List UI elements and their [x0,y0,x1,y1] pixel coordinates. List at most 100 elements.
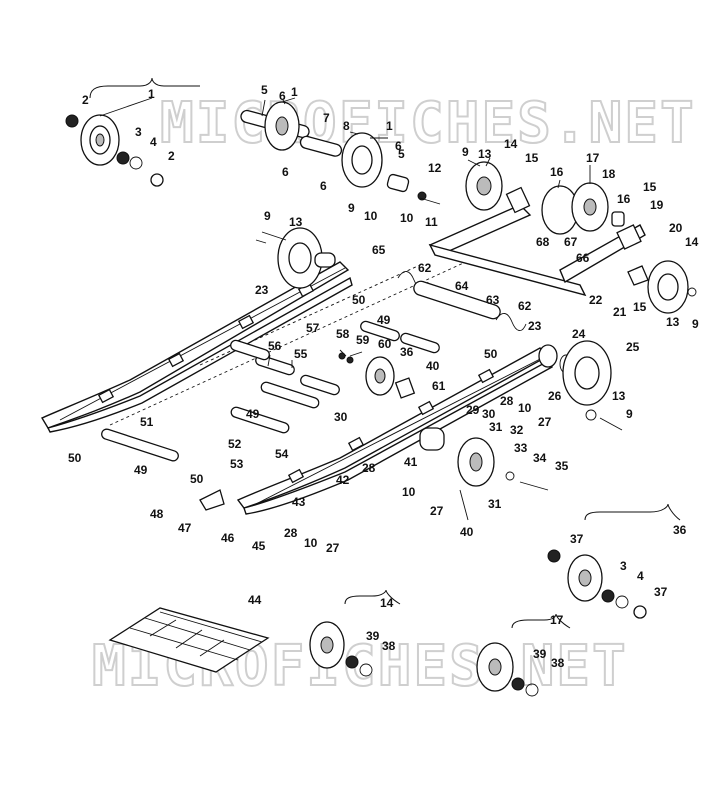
callout-5: 5 [398,147,405,161]
wheel-25-group [538,340,623,431]
callout-53: 53 [230,457,244,471]
wheel-kit-14 [309,589,401,677]
callout-57: 57 [306,321,320,335]
callout-38: 38 [382,639,396,653]
slide-block-47 [199,489,225,511]
wheel-group-top-left [65,77,200,187]
callout-64: 64 [455,279,469,293]
callout-13: 13 [478,147,492,161]
callout-49: 49 [246,407,260,421]
callout-50: 50 [352,293,366,307]
callout-41: 41 [404,455,418,469]
callout-3: 3 [135,125,142,139]
callout-26: 26 [548,389,562,403]
callout-36: 36 [673,523,687,537]
callout-35: 35 [555,459,569,473]
callout-61: 61 [432,379,446,393]
callout-labels: 1 2 3 4 2 5 6 1 7 8 6 1 6 5 6 12 10 11 9… [68,83,699,670]
callout-39: 39 [366,629,380,643]
callout-34: 34 [533,451,547,465]
callout-16: 16 [550,165,564,179]
callout-6: 6 [395,139,402,153]
callout-23: 23 [255,283,269,297]
callout-40: 40 [426,359,440,373]
callout-8: 8 [343,119,350,133]
callout-49: 49 [134,463,148,477]
idler-60-61 [338,352,416,399]
callout-38: 38 [551,656,565,670]
leader-lines [99,97,591,368]
callout-21: 21 [613,305,627,319]
callout-43: 43 [292,495,306,509]
callout-24: 24 [572,327,586,341]
callout-50: 50 [68,451,82,465]
wheel-kit-36 [547,503,681,619]
callout-14: 14 [380,596,394,610]
callout-9: 9 [264,209,271,223]
callout-9: 9 [348,201,355,215]
cross-shafts [101,259,471,462]
callout-31: 31 [488,497,502,511]
callout-59: 59 [356,333,370,347]
callout-9: 9 [462,145,469,159]
callout-20: 20 [669,221,683,235]
callout-19: 19 [650,198,664,212]
callout-13: 13 [612,389,626,403]
left-rail [40,261,353,433]
callout-60: 60 [378,337,392,351]
callout-9: 9 [626,407,633,421]
callout-17: 17 [586,151,600,165]
callout-11: 11 [425,215,438,229]
callout-14: 14 [504,137,518,151]
callout-16: 16 [617,192,631,206]
callout-4: 4 [150,135,157,149]
wheel-13-center [255,227,336,289]
callout-10: 10 [304,536,318,550]
callout-47: 47 [178,521,192,535]
callout-42: 42 [336,473,350,487]
callout-1: 1 [291,85,298,99]
callout-10: 10 [400,211,414,225]
callout-39: 39 [533,647,547,661]
callout-2: 2 [82,93,89,107]
callout-25: 25 [626,340,640,354]
callout-2: 2 [168,149,175,163]
callout-36: 36 [400,345,414,359]
callout-32: 32 [510,423,524,437]
right-rail [236,347,553,515]
callout-10: 10 [518,401,532,415]
callout-6: 6 [279,89,286,103]
spring-shaft-group [397,271,527,331]
callout-28: 28 [500,394,514,408]
callout-63: 63 [486,293,500,307]
callout-13: 13 [289,215,303,229]
rear-arm-group [428,161,697,314]
callout-65: 65 [372,243,386,257]
callout-55: 55 [294,347,308,361]
callout-15: 15 [633,300,647,314]
callout-62: 62 [418,261,432,275]
callout-1: 1 [148,87,155,101]
callout-15: 15 [525,151,539,165]
callout-58: 58 [336,327,350,341]
callout-31: 31 [489,420,503,434]
callout-33: 33 [514,441,528,455]
callout-54: 54 [275,447,289,461]
callout-68: 68 [536,235,550,249]
callout-52: 52 [228,437,242,451]
callout-13: 13 [666,315,680,329]
callout-27: 27 [430,504,444,518]
callout-22: 22 [589,293,603,307]
callout-29: 29 [466,403,480,417]
callout-51: 51 [140,415,154,429]
callout-18: 18 [602,167,616,181]
callout-28: 28 [362,461,376,475]
callout-5: 5 [261,83,268,97]
callout-37: 37 [654,585,668,599]
callout-23: 23 [528,319,542,333]
callout-1: 1 [386,119,393,133]
callout-10: 10 [402,485,416,499]
callout-49: 49 [377,313,391,327]
callout-6: 6 [320,179,327,193]
